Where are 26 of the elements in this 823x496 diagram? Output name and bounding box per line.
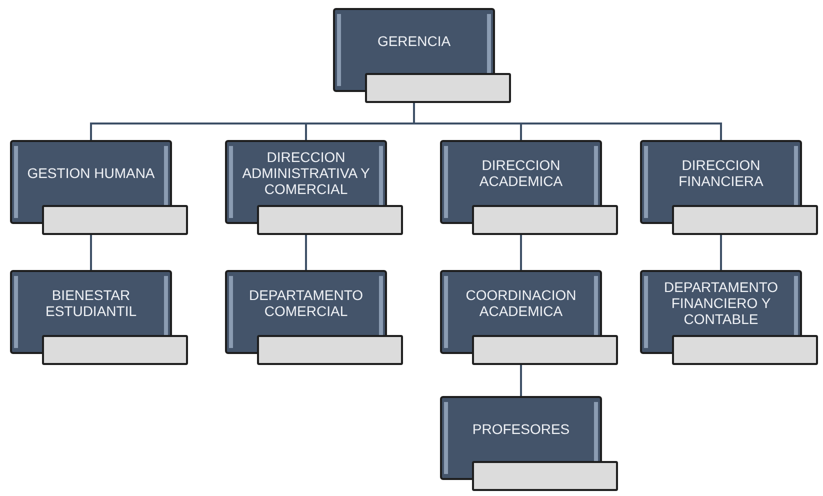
box-title: COORDINACION ACADEMICA	[464, 286, 578, 320]
org-chart-box	[440, 140, 618, 235]
org-chart-box	[640, 140, 818, 235]
org-chart-box	[640, 270, 818, 365]
box-title: GESTION HUMANA	[26, 164, 156, 182]
box-title: GERENCIA	[376, 32, 452, 50]
box-title: DEPARTAMENTO COMERCIAL	[248, 286, 364, 320]
box-title: DEPARTAMENTO FINANCIERO Y CONTABLE	[662, 278, 780, 328]
box-title: DIRECCION ACADEMICA	[478, 156, 564, 190]
org-chart-box	[225, 270, 403, 365]
connector-line	[520, 235, 522, 270]
box-title: DIRECCION ADMINISTRATIVA Y COMERCIAL	[241, 148, 371, 198]
org-chart-box	[440, 270, 618, 365]
connector-line	[305, 235, 307, 270]
org-chart-box	[10, 140, 188, 235]
connector-line	[413, 103, 722, 140]
org-chart-box	[10, 270, 188, 365]
org-chart-box	[225, 140, 403, 235]
connector-line	[720, 235, 722, 270]
connector-line	[520, 365, 522, 396]
box-title: DIRECCION FINANCIERA	[678, 156, 764, 190]
org-chart-box	[333, 8, 511, 103]
box-title: PROFESORES	[471, 420, 571, 438]
connector-line	[90, 235, 92, 270]
box-title: BIENESTAR ESTUDIANTIL	[44, 286, 138, 320]
org-chart-box	[440, 396, 618, 491]
